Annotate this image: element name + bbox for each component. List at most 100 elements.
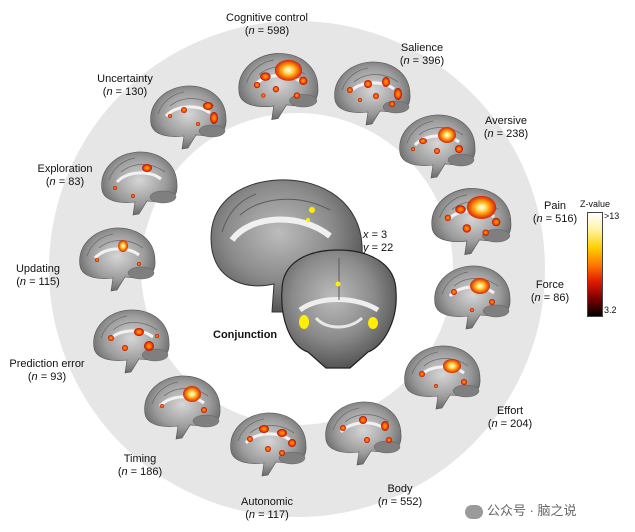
label-prediction-error: Prediction error(n = 93) [9,358,84,384]
brain-map-force [433,264,512,331]
region-n: (n = 204) [487,418,533,430]
region-label: Pain [543,200,567,212]
activation-blob [340,425,346,431]
region-label: Aversive [485,115,527,127]
n-value: 115 [38,276,57,288]
activation-blob [462,224,471,233]
n-prefix: n [487,128,494,140]
activation-blob [196,122,200,126]
n-value: 204 [510,418,529,430]
region-label: Effort [496,405,524,417]
activation-blob [274,59,303,81]
activation-blob [359,416,367,424]
region-label: Timing [123,453,157,465]
center-coronal-brain [281,249,397,369]
x-coord-label: x [363,229,369,241]
activation-blob [299,76,308,85]
activation-blob [142,164,152,172]
region-label: Force [535,279,565,291]
activation-blob [272,86,280,93]
activation-blob [438,127,456,143]
label-timing: Timing(n = 186) [118,453,162,479]
activation-blob [108,335,114,341]
brain-map-prediction-error [92,308,171,375]
region-n: (n = 598) [244,25,290,37]
activation-blob [144,341,154,351]
activation-blob [394,88,402,100]
watermark-text: 公众号 · 脑之说 [487,503,577,518]
n-prefix: n [19,276,27,288]
region-label: Exploration [37,163,93,175]
activation-blob [279,450,285,456]
activation-blob [434,384,438,388]
label-cognitive-control: Cognitive control(n = 598) [226,12,308,38]
n-value: 516 [555,213,574,225]
n-prefix: n [248,509,256,521]
activation-blob [470,308,474,312]
activation-blob [411,147,415,151]
label-force: Force(n = 86) [531,279,569,305]
n-prefix: n [491,418,498,430]
region-n: (n = 117) [245,509,289,521]
region-n: (n = 396) [399,55,445,67]
activation-blob [247,436,253,442]
activation-blob [455,145,463,153]
activation-blob [118,240,128,252]
center-coronal-activation [368,317,378,329]
activation-blob [419,371,425,377]
activation-blob [265,446,271,452]
activation-blob [489,299,495,305]
brain-map-uncertainty [149,84,228,151]
label-aversive: Aversive(n = 238) [484,115,528,141]
activation-blob [455,205,466,214]
activation-blob [444,214,452,222]
label-pain: Pain(n = 516) [533,200,577,226]
label-uncertainty: Uncertainty(n = 130) [97,73,153,99]
activation-blob [122,345,128,351]
n-prefix: n [248,25,255,37]
region-label: Salience [400,42,444,54]
activation-blob [347,87,353,93]
n-prefix: n [536,213,543,225]
activation-blob [381,421,389,431]
brain-map-pain [430,186,513,257]
region-n: (n = 93) [27,371,67,383]
n-prefix: n [534,292,541,304]
activation-blob [95,258,99,262]
activation-blob [261,93,266,98]
n-prefix: n [381,496,388,508]
activation-blob [288,439,296,447]
activation-blob [168,114,172,118]
colorbar-min: 3.2 [604,305,617,315]
center-sagittal-activation [309,207,315,213]
label-exploration: Exploration(n = 83) [37,163,92,189]
region-n: (n = 516) [532,213,578,225]
region-n: (n = 552) [377,496,423,508]
brain-map-autonomic [229,411,308,478]
brain-map-cognitive-control [237,51,320,122]
n-value: 93 [50,371,63,383]
region-n: (n = 238) [483,128,529,140]
activation-blob [358,98,362,102]
wechat-icon [465,504,483,519]
n-value: 598 [267,25,286,37]
n-value: 83 [68,176,81,188]
region-n: (n = 83) [45,176,85,188]
activation-blob [259,425,269,433]
activation-blob [382,77,390,87]
activation-blob [113,186,117,190]
region-n: (n = 186) [117,466,163,478]
label-autonomic: Autonomic(n = 117) [241,496,293,522]
label-salience: Salience(n = 396) [400,42,444,68]
brain-map-aversive [398,113,477,180]
activation-blob [373,93,379,99]
activation-blob [419,138,427,144]
region-label: Body [387,483,413,495]
colorbar [587,212,603,317]
activation-blob [210,112,218,124]
activation-blob [203,102,213,110]
region-label: Uncertainty [97,73,153,85]
activation-blob [131,194,135,198]
brain-map-effort [403,344,482,411]
